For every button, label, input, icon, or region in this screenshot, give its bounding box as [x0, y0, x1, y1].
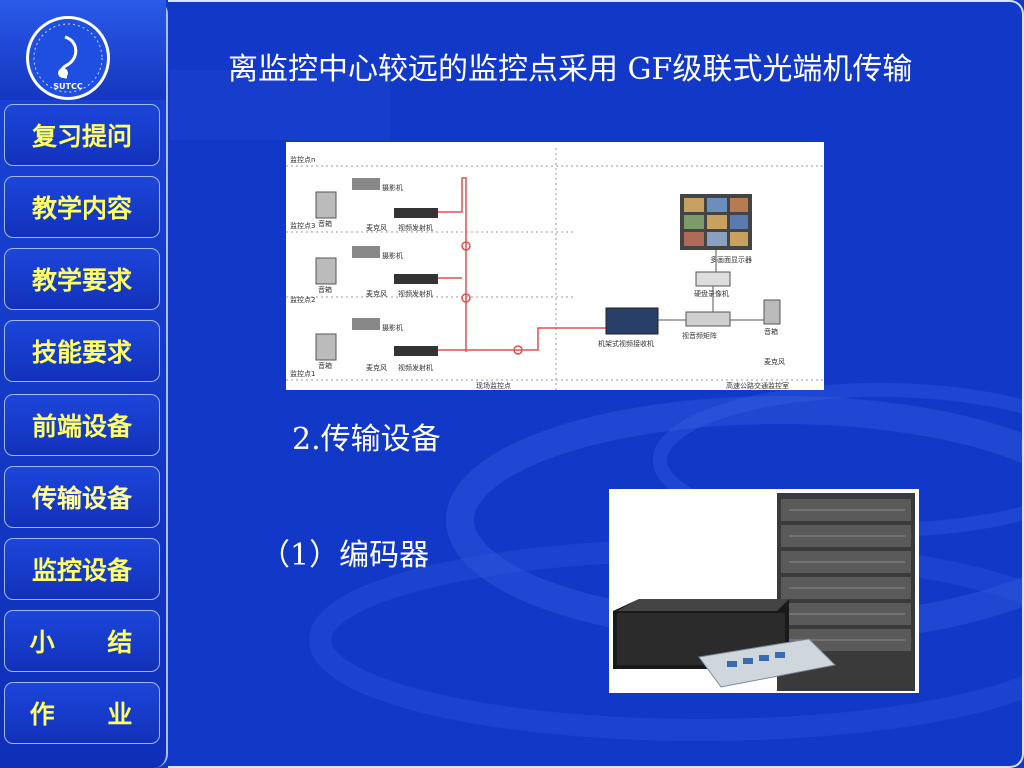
- station-2: 摄影机 视频发射机 音箱 麦克风: [315, 246, 438, 298]
- station-3: 摄影机 视频发射机 音箱 麦克风: [315, 178, 438, 232]
- svg-text:硬盘录像机: 硬盘录像机: [694, 289, 729, 298]
- nav-monitoring-equipment[interactable]: 监控设备: [4, 538, 160, 600]
- svg-text:机架式视频接收机: 机架式视频接收机: [598, 339, 654, 348]
- slide-title: 离监控中心较远的监控点采用 GF级联式光端机传输: [228, 52, 913, 87]
- nav-transmission-equipment[interactable]: 传输设备: [4, 466, 160, 528]
- svg-text:麦克风: 麦克风: [764, 357, 785, 366]
- nav-review-questions[interactable]: 复习提问: [4, 104, 160, 166]
- music-note-icon: [33, 23, 103, 93]
- nav-summary[interactable]: 小 结: [4, 610, 160, 672]
- svg-text:摄影机: 摄影机: [382, 323, 403, 332]
- content-frame: [168, 0, 1024, 768]
- nav-frontend-equipment[interactable]: 前端设备: [4, 394, 160, 456]
- network-diagram: 监控点n 监控点3 监控点2 监控点1 摄影机 视频发射机 音箱 麦克风 摄影机…: [286, 142, 824, 390]
- svg-text:视频发射机: 视频发射机: [398, 289, 433, 298]
- receiver-rack: [605, 307, 659, 335]
- point-label: 监控点1: [290, 369, 315, 378]
- svg-text:视频发射机: 视频发射机: [398, 363, 433, 372]
- svg-text:麦克风: 麦克风: [366, 289, 387, 298]
- svg-text:音箱: 音箱: [318, 361, 332, 370]
- item-heading: （1）编码器: [260, 538, 430, 573]
- nav-teaching-content[interactable]: 教学内容: [4, 176, 160, 238]
- point-label: 监控点n: [290, 155, 315, 164]
- svg-text:视频发射机: 视频发射机: [398, 223, 433, 232]
- svg-text:视音频矩阵: 视音频矩阵: [682, 331, 717, 340]
- svg-text:摄影机: 摄影机: [382, 251, 403, 260]
- nav-homework[interactable]: 作 业: [4, 682, 160, 744]
- svg-text:音箱: 音箱: [318, 285, 332, 294]
- nav-skill-requirements[interactable]: 技能要求: [4, 320, 160, 382]
- encoder-photo: [609, 489, 919, 693]
- svg-text:摄影机: 摄影机: [382, 183, 403, 192]
- logo-caption: SUTCC: [53, 82, 83, 91]
- nav-teaching-requirements[interactable]: 教学要求: [4, 248, 160, 310]
- school-logo: SUTCC: [26, 16, 110, 100]
- svg-text:多画面显示器: 多画面显示器: [710, 255, 752, 264]
- svg-text:音箱: 音箱: [318, 219, 332, 228]
- point-label: 监控点3: [290, 221, 315, 230]
- svg-text:高速公路交通监控室: 高速公路交通监控室: [726, 381, 789, 390]
- point-label: 监控点2: [290, 295, 315, 304]
- svg-text:现场监控点: 现场监控点: [476, 381, 511, 390]
- station-1: 摄影机 视频发射机 音箱 麦克风: [315, 318, 438, 372]
- svg-text:麦克风: 麦克风: [366, 363, 387, 372]
- sidebar: SUTCC 复习提问 教学内容 教学要求 技能要求 前端设备 传输设备 监控设备…: [0, 0, 168, 768]
- svg-text:麦克风: 麦克风: [366, 223, 387, 232]
- section-heading: 2.传输设备: [292, 422, 441, 457]
- logo-area: SUTCC: [0, 0, 166, 100]
- svg-text:音箱: 音箱: [764, 327, 778, 336]
